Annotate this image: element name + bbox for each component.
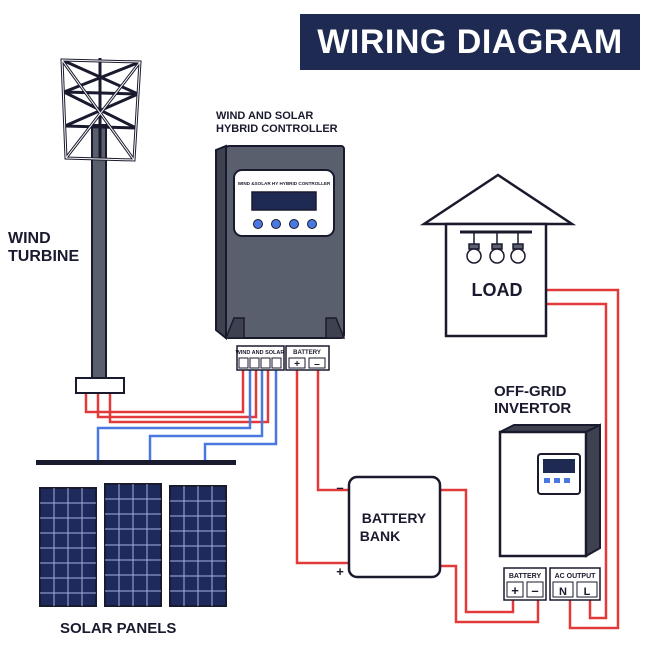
- wire-solar-blue-3: [203, 360, 278, 462]
- wind-turbine-label-line1: WIND: [8, 230, 51, 247]
- wire-battery-inverter-2: [440, 564, 540, 624]
- load-label: LOAD: [472, 280, 523, 300]
- wind-turbine-label-line2: TURBINE: [8, 248, 80, 266]
- inverter-label-line1: OFF-GRID: [494, 383, 567, 400]
- turbine-pole: [91, 124, 107, 381]
- inv-terminal-battery-label: BATTERY: [509, 573, 542, 580]
- wire-turbine-red-2: [96, 360, 258, 419]
- solar-panel-1: [39, 487, 97, 607]
- turbine-rotor: [60, 58, 142, 162]
- hybrid-controller: WIND &SOLAR HY HYBRID CONTROLLER: [215, 144, 346, 341]
- terminal-battery-minus: –: [314, 359, 320, 370]
- controller-label-line1: WIND AND SOLAR: [216, 110, 314, 122]
- battery-bank-plus: +: [336, 564, 344, 579]
- load: LOAD: [419, 173, 577, 338]
- inv-terminal-plus: +: [511, 583, 519, 598]
- controller-label-line2: HYBRID CONTROLLER: [216, 122, 338, 135]
- solar-panels: [36, 460, 236, 607]
- load-roof: [419, 173, 577, 226]
- inv-terminal-ac-label: AC OUTPUT: [555, 573, 597, 580]
- solar-panel-3: [169, 485, 227, 607]
- bulb-icon: [466, 248, 482, 264]
- wire-turbine-red-3: [108, 360, 270, 424]
- wire-ac-load-1: [546, 288, 620, 630]
- solar-panels-label: SOLAR PANELS: [60, 620, 177, 637]
- controller-screen-text: WIND &SOLAR HY HYBRID CONTROLLER: [238, 181, 331, 186]
- controller-label: WIND AND SOLAR HYBRID CONTROLLER: [216, 110, 338, 135]
- controller-terminal-block: WIND AND SOLAR BATTERY + –: [236, 345, 330, 371]
- inverter-label: OFF-GRID INVERTOR: [494, 383, 571, 418]
- wind-turbine-label: WIND TURBINE: [8, 230, 79, 267]
- inverter-terminal-block: BATTERY AC OUTPUT + – N L: [503, 567, 601, 601]
- terminal-wind-solar-label: WIND AND SOLAR: [236, 350, 285, 356]
- controller-button-2: [271, 219, 281, 229]
- inverter-label-line2: INVERTOR: [494, 400, 572, 418]
- bulb-icon: [510, 248, 526, 264]
- inv-terminal-neutral: N: [559, 586, 567, 598]
- terminal-battery-plus: +: [294, 359, 300, 370]
- wind-turbine: [60, 58, 142, 394]
- wire-battery-inverter-1: [440, 488, 515, 614]
- battery-bank-minus: –: [336, 480, 343, 495]
- turbine-base: [75, 377, 125, 394]
- wire-solar-blue-1: [96, 360, 252, 462]
- inv-terminal-live: L: [584, 586, 591, 598]
- off-grid-inverter: [498, 423, 601, 558]
- wire-controller-battery-negative: [316, 370, 349, 492]
- load-house-body: [444, 222, 548, 338]
- controller-button-1: [253, 219, 263, 229]
- controller-display: [251, 191, 317, 211]
- battery-bank: BATTERY BANK – +: [336, 475, 442, 579]
- solar-panel-2: [104, 483, 162, 607]
- wire-ac-load-2: [546, 302, 608, 620]
- solar-mounting-bar: [36, 460, 236, 465]
- inv-terminal-minus: –: [531, 583, 538, 598]
- wire-turbine-red-1: [84, 360, 245, 414]
- diagram-title: WIRING DIAGRAM: [300, 14, 640, 70]
- battery-bank-line1: BATTERY: [362, 510, 427, 526]
- wire-solar-blue-2: [148, 360, 264, 462]
- wires: [84, 288, 620, 630]
- battery-bank-line2: BANK: [360, 528, 400, 544]
- load-bulbs: [466, 232, 526, 264]
- wire-controller-battery-positive: [295, 370, 349, 565]
- bulb-icon: [489, 248, 505, 264]
- terminal-battery-label: BATTERY: [293, 350, 321, 356]
- battery-bank-box: [347, 475, 442, 579]
- controller-button-4: [307, 219, 317, 229]
- controller-button-3: [289, 219, 299, 229]
